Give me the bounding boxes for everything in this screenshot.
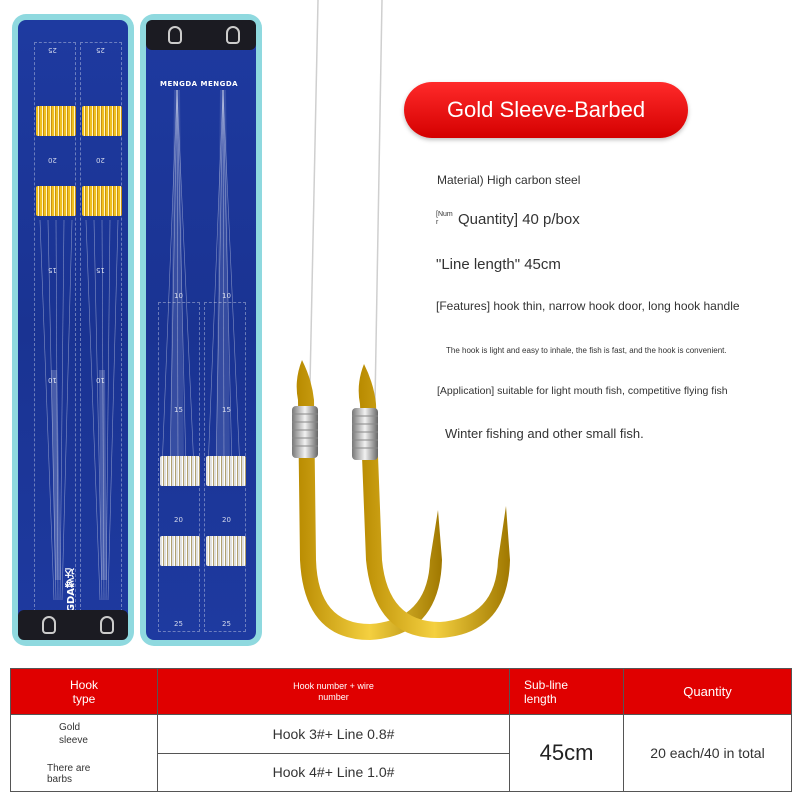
gold-hook-bundle <box>206 456 246 486</box>
line-clip <box>226 26 240 44</box>
length-tick: 20 <box>174 516 183 524</box>
spec-quantity-note: [Num r <box>436 211 453 226</box>
header-quantity: Quantity <box>623 667 792 716</box>
cell-quantity: 20 each/40 in total <box>623 714 792 792</box>
cell-sub-line-length: 45cm <box>509 714 624 792</box>
header-hook-type: Hook type <box>10 667 158 716</box>
gold-hook-bundle <box>160 536 200 566</box>
brand-logo: MENGDA MENGDA <box>160 80 239 88</box>
cell-hook-type: Gold sleeve There are barbs <box>10 714 158 792</box>
gold-hooks-illustration <box>292 0 510 640</box>
fishing-lines <box>161 89 241 471</box>
gold-hook-bundle <box>36 186 76 216</box>
length-tick: 15 <box>222 406 231 414</box>
spec-line-length: "Line length" 45cm <box>436 256 561 273</box>
hook-box-left: 25 25 20 20 15 15 10 10 MENGDA梦达 <box>12 14 134 646</box>
header-hook-wire: Hook number + wire number <box>157 667 510 716</box>
length-tick: 10 <box>222 292 231 300</box>
fishing-lines <box>39 219 119 601</box>
clip-strip <box>146 20 256 50</box>
hook-box-left-panel: 25 25 20 20 15 15 10 10 MENGDA梦达 <box>18 20 128 640</box>
product-title-badge: Gold Sleeve-Barbed <box>404 82 688 138</box>
spec-quantity-text: Quantity] 40 p/box <box>458 211 580 228</box>
line-clip <box>168 26 182 44</box>
cell-row2-spec: Hook 4#+ Line 1.0# <box>157 752 510 793</box>
line-clip <box>100 616 114 634</box>
length-tick: 25 <box>222 620 231 628</box>
hook-box-right-panel: MENGDA MENGDA 10 10 15 15 20 20 25 25 <box>146 20 256 640</box>
table-row: Gold sleeve There are barbs Hook 3#+ Lin… <box>10 714 792 792</box>
spec-application: [Application] suitable for light mouth f… <box>437 385 728 397</box>
table-header-row: Hook type Hook number + wire number Sub-… <box>10 667 792 716</box>
gold-hook-bundle <box>82 106 122 136</box>
spec-material: Material) High carbon steel <box>437 173 581 187</box>
spec-table: Hook type Hook number + wire number Sub-… <box>10 667 792 793</box>
type-line1: Gold sleeve <box>59 722 88 747</box>
line-clip <box>42 616 56 634</box>
length-tick: 25 <box>174 620 183 628</box>
header-sub-line: Sub-line length <box>509 667 624 716</box>
length-tick: 15 <box>174 406 183 414</box>
type-line2: There are barbs <box>47 763 91 786</box>
spec-quantity: [Num r Quantity] 40 p/box <box>436 211 580 228</box>
spec-features-detail: The hook is light and easy to inhale, th… <box>446 346 727 355</box>
gold-hook-bundle <box>36 106 76 136</box>
gold-hook-bundle <box>82 186 122 216</box>
table-row: Hook 4#+ Line 1.0# <box>11 752 792 793</box>
clip-strip <box>18 610 128 640</box>
spec-application-detail: Winter fishing and other small fish. <box>445 426 644 441</box>
length-tick: 10 <box>174 292 183 300</box>
length-tick: 20 <box>222 516 231 524</box>
spec-features: [Features] hook thin, narrow hook door, … <box>436 299 740 313</box>
cell-row1-spec: Hook 3#+ Line 0.8# <box>157 714 510 754</box>
hook-box-right: MENGDA MENGDA 10 10 15 15 20 20 25 25 <box>140 14 262 646</box>
gold-hook-bundle <box>206 536 246 566</box>
gold-hook-bundle <box>160 456 200 486</box>
